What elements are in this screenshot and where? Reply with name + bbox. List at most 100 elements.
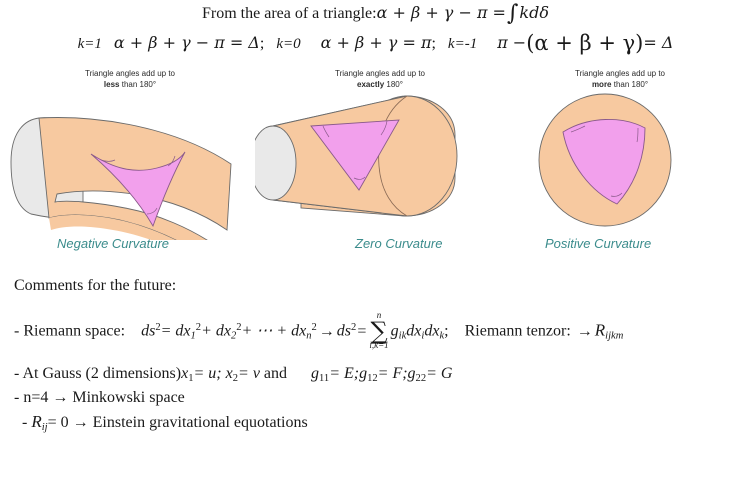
einstein-dash: - [22, 414, 28, 431]
label-zero-curvature: Zero Curvature [355, 236, 443, 251]
ricci-tensor-symbol: R [31, 412, 42, 431]
metric-g-sub: ik [398, 330, 407, 342]
riemann-dxn-sub: n [306, 330, 312, 342]
riemann-dx2-sub: 2 [230, 330, 237, 342]
figure-zero-caption-emphasis: exactly [357, 80, 385, 89]
einstein-text: Einstein gravitational equotations [92, 414, 308, 431]
gauss-g22-value: = G [426, 365, 453, 382]
angle-arc-a [100, 159, 116, 162]
gauss-g12: g [359, 365, 368, 382]
figure-zero-caption-line2: 180° [384, 80, 403, 89]
angle-arc-c [610, 192, 623, 197]
sum-dxi-sub: i [421, 330, 425, 342]
sum-dxk-sub: k [439, 330, 445, 342]
angle-arc-a [570, 125, 586, 133]
summation-lower-limit: i,k=1 [369, 340, 389, 350]
gauss-x2-value: = v [238, 365, 260, 382]
figure-zero-curvature: Triangle angles add up to exactly 180° [255, 68, 505, 258]
angle-arc-b [636, 127, 639, 143]
figure-positive-caption-line2: than 180° [611, 80, 649, 89]
ricci-tensor-sub: ij [41, 421, 48, 433]
riemann-tensor-arrow: → [576, 322, 593, 340]
gauss-x1: x [181, 365, 189, 382]
sum-dxi: dx [406, 322, 422, 340]
gauss-g11: g [311, 365, 320, 382]
spherical-triangle [562, 119, 646, 205]
minkowski-line: - n=4 → Minkowski space [14, 389, 185, 406]
gauss-label: - At Gauss (2 dimensions) [14, 365, 182, 382]
riemann-tensor-sub: ijkm [605, 330, 624, 342]
gauss-x2: x [225, 365, 233, 382]
figure-zero-caption: Triangle angles add up to exactly 180° [255, 68, 505, 90]
gauss-g11-value: = E; [329, 365, 360, 382]
riemann-dx1-exp: 2 [195, 322, 202, 334]
figure-negative-caption: Triangle angles add up to less than 180° [5, 68, 255, 90]
angle-arc-c [353, 176, 366, 180]
integral-symbol: ∫ [506, 1, 519, 26]
figure-negative-caption-line2: than 180° [119, 80, 157, 89]
heading-formula-rhs: kdδ [519, 3, 549, 22]
figure-positive-curvature: Triangle angles add up to more than 180° [495, 68, 745, 258]
cylinder-surface-illustration [255, 95, 458, 217]
gauss-x2-sub: 2 [232, 372, 239, 384]
hyperbolic-triangle [90, 151, 186, 228]
riemann-space-line: - Riemann space: ds2= dx12+ dx22+ ⋯ + dx… [14, 310, 624, 351]
angle-arc-a [322, 125, 330, 138]
heading-formula: From the area of a triangle:α + β + γ − … [0, 2, 751, 25]
angle-arc-b [167, 155, 176, 167]
riemann-space-label: - Riemann space: [14, 322, 126, 340]
metric-g: g [390, 322, 399, 340]
sum-dxk: dx [424, 322, 440, 340]
riemann-ds2-exp: 2 [351, 322, 357, 334]
angle-arc-c [146, 207, 158, 215]
euclidean-triangle [310, 119, 400, 191]
gauss-g12-value: = F; [377, 365, 408, 382]
figure-positive-caption-line1: Triangle angles add up to [575, 69, 665, 78]
case-k1-label: k=1 [77, 36, 102, 52]
riemann-tensor-symbol: R [594, 320, 606, 340]
riemann-tensor-label: Riemann tenzor: [464, 322, 571, 340]
angle-arc-b [380, 120, 388, 136]
case-k1-formula: α + β + γ − π = Δ [113, 33, 260, 52]
einstein-equation: = 0 → [47, 414, 89, 431]
saddle-surface-illustration [10, 117, 232, 240]
case-k0-terminator: ; [431, 35, 436, 52]
riemann-dx2-exp: 2 [236, 322, 242, 334]
riemann-dx1: = dx [160, 322, 191, 340]
gauss-x1-value: = u; [193, 365, 222, 382]
case-k0-formula: α + β + γ = π [320, 33, 432, 52]
case-k1-terminator: ; [259, 35, 265, 52]
cylinder-seam [378, 95, 408, 217]
label-positive-curvature: Positive Curvature [545, 236, 652, 251]
case-kneg1-formula-pre: π − [497, 33, 527, 52]
figure-negative-caption-emphasis: less [103, 80, 120, 89]
case-kneg1-formula-post: = Δ [643, 33, 674, 52]
riemann-dx1-sub: 1 [190, 330, 196, 342]
gauss-g11-sub: 11 [319, 372, 330, 384]
riemann-ds: ds [141, 322, 156, 340]
cylinder-end-cap [255, 125, 297, 201]
figure-zero-caption-line1: Triangle angles add up to [335, 69, 425, 78]
einstein-line: - Rij= 0 → Einstein gravitational equota… [22, 412, 308, 438]
sigma-icon: ∑ [370, 317, 388, 345]
riemann-dxn: + ⋯ + dx [241, 322, 307, 340]
gauss-line: - At Gauss (2 dimensions)x1= u; x2= v an… [14, 364, 452, 389]
riemann-arrow: → [318, 322, 335, 340]
riemann-ds-exp: 2 [155, 322, 161, 334]
gauss-g22: g [407, 365, 416, 382]
heading-prefix: From the area of a triangle: [202, 5, 377, 22]
case-kneg1-formula-paren: (α + β + γ) [526, 31, 644, 55]
curvature-figures: Triangle angles add up to less than 180°… [0, 68, 751, 258]
heading-formula-lhs: α + β + γ − π = [376, 3, 506, 22]
figure-positive-caption: Triangle angles add up to more than 180° [495, 68, 745, 90]
summation-upper-limit: n [376, 310, 382, 320]
riemann-dxn-exp: 2 [311, 322, 317, 334]
gauss-and: and [263, 365, 288, 382]
summation-operator: n∑i,k=1 [369, 311, 388, 351]
gauss-x1-sub: 1 [188, 372, 194, 384]
gauss-g22-sub: 22 [415, 372, 427, 384]
sphere-surface-illustration [538, 93, 672, 227]
case-kneg1-label: k=-1 [447, 36, 478, 52]
saddle-front-sheet [49, 215, 176, 240]
